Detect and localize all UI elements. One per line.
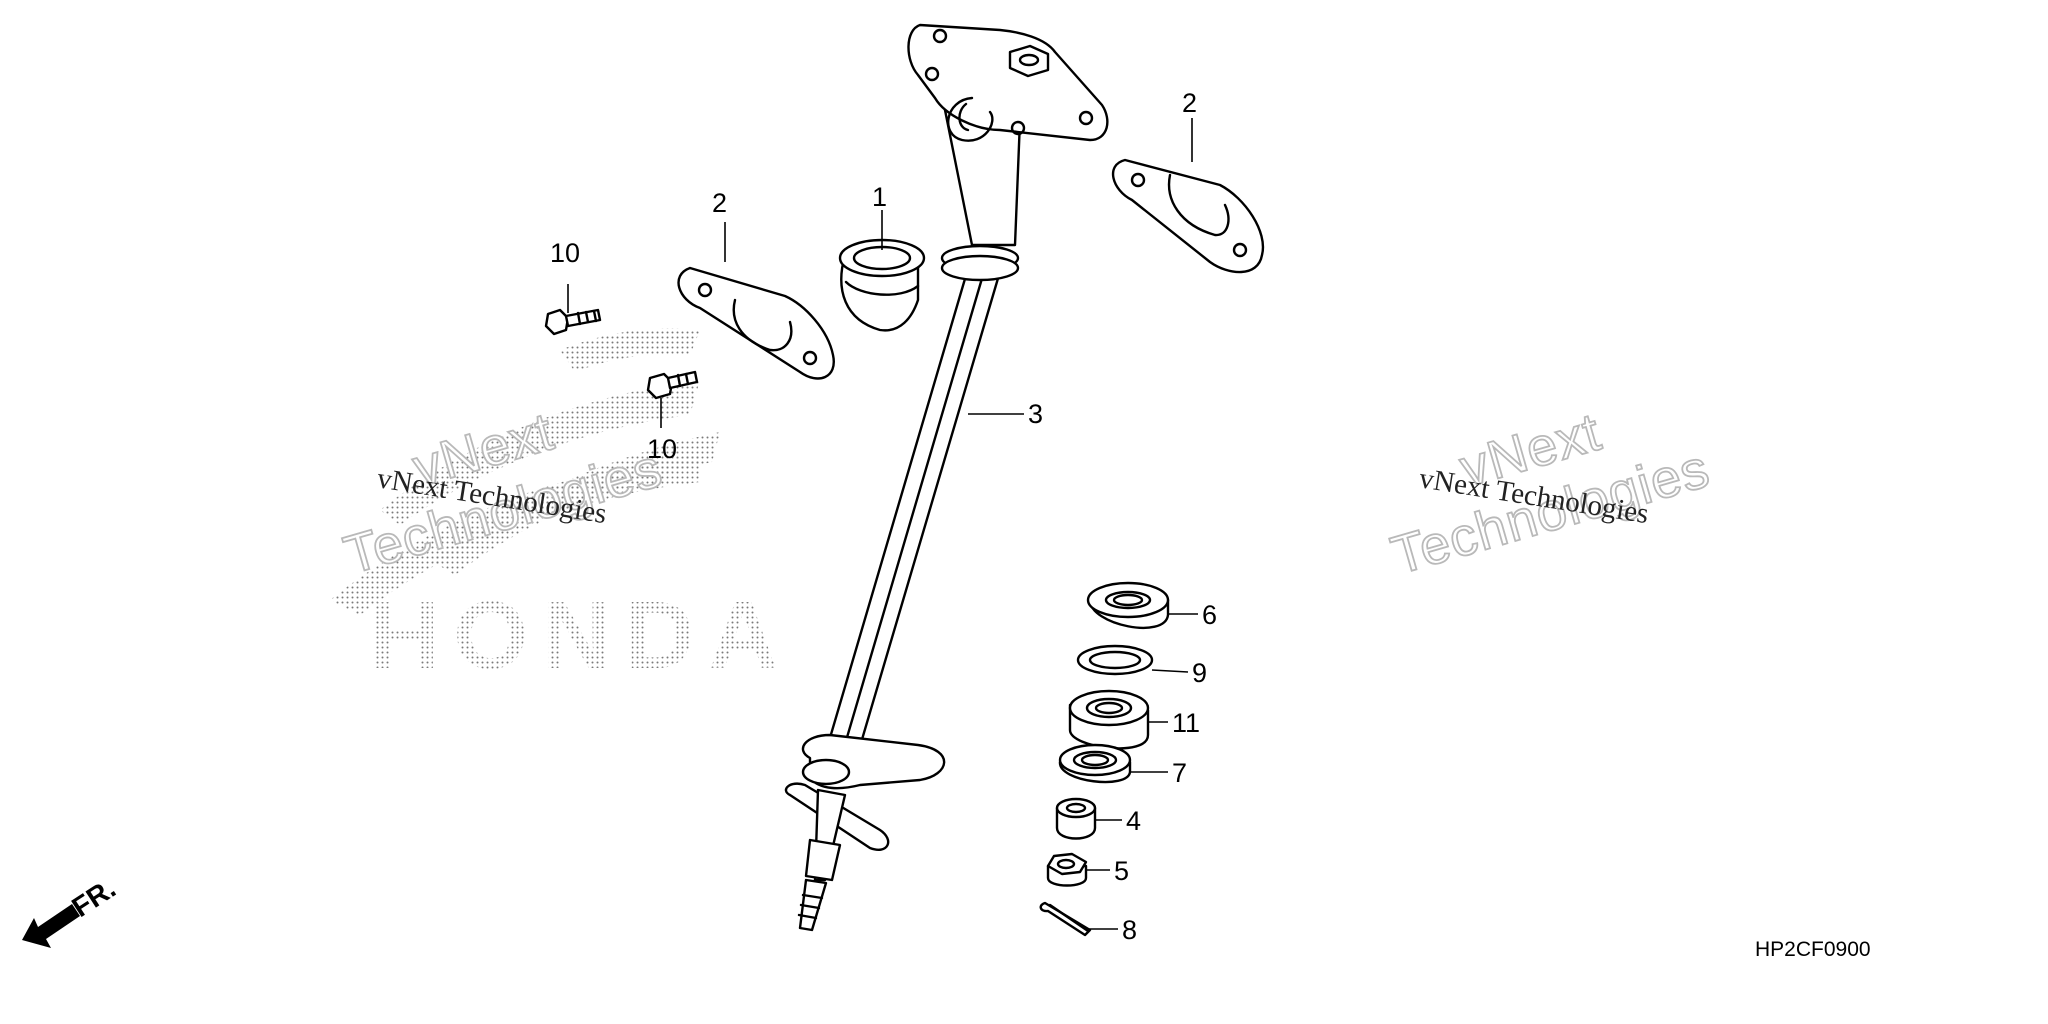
callout-8: 8 <box>1122 915 1137 945</box>
callout-10-top: 10 <box>550 238 580 268</box>
shaft-holder-right <box>1111 158 1265 274</box>
retaining-ring <box>1076 644 1154 676</box>
ball-bearing <box>1068 689 1150 750</box>
leader-lines <box>567 118 1198 930</box>
callout-9: 9 <box>1192 658 1207 688</box>
shaft-collar <box>1055 797 1097 840</box>
callout-2-right: 2 <box>1182 88 1197 118</box>
diagram-code: HP2CF0900 <box>1755 938 1871 961</box>
callout-11: 11 <box>1172 708 1200 738</box>
arrow-front-icon <box>22 904 80 948</box>
callout-2-left: 2 <box>712 188 727 218</box>
callout-7: 7 <box>1172 758 1187 788</box>
shaft-bushing <box>838 238 926 332</box>
callout-4: 4 <box>1126 806 1141 836</box>
oil-seal <box>1086 581 1170 629</box>
callout-3: 3 <box>1028 399 1043 429</box>
flange-bolt-lower <box>646 370 699 400</box>
cotter-pin <box>1039 901 1092 937</box>
callout-10-bottom: 10 <box>647 434 677 464</box>
callout-1: 1 <box>872 182 887 212</box>
callout-5: 5 <box>1114 856 1129 886</box>
steering-shaft <box>784 23 1109 932</box>
flange-bolt-upper <box>544 308 602 336</box>
shaft-holder-left <box>677 266 835 380</box>
honda-wing-logo <box>330 328 720 615</box>
honda-wordmark: HONDA <box>370 582 792 689</box>
dust-seal <box>1058 743 1132 784</box>
castle-nut <box>1046 852 1088 887</box>
callout-6: 6 <box>1202 600 1217 630</box>
